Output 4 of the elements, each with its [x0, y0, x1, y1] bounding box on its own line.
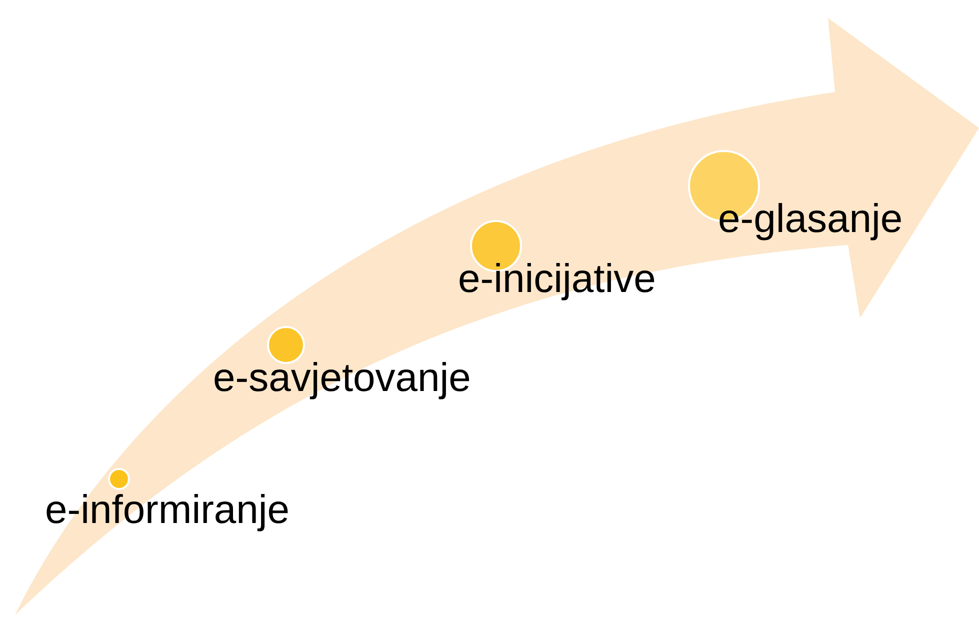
stage-label: e-informiranje — [45, 488, 290, 532]
stage-label: e-savjetovanje — [213, 356, 471, 400]
stage-label: e-inicijative — [458, 257, 656, 301]
stage-label: e-glasanje — [718, 197, 903, 241]
